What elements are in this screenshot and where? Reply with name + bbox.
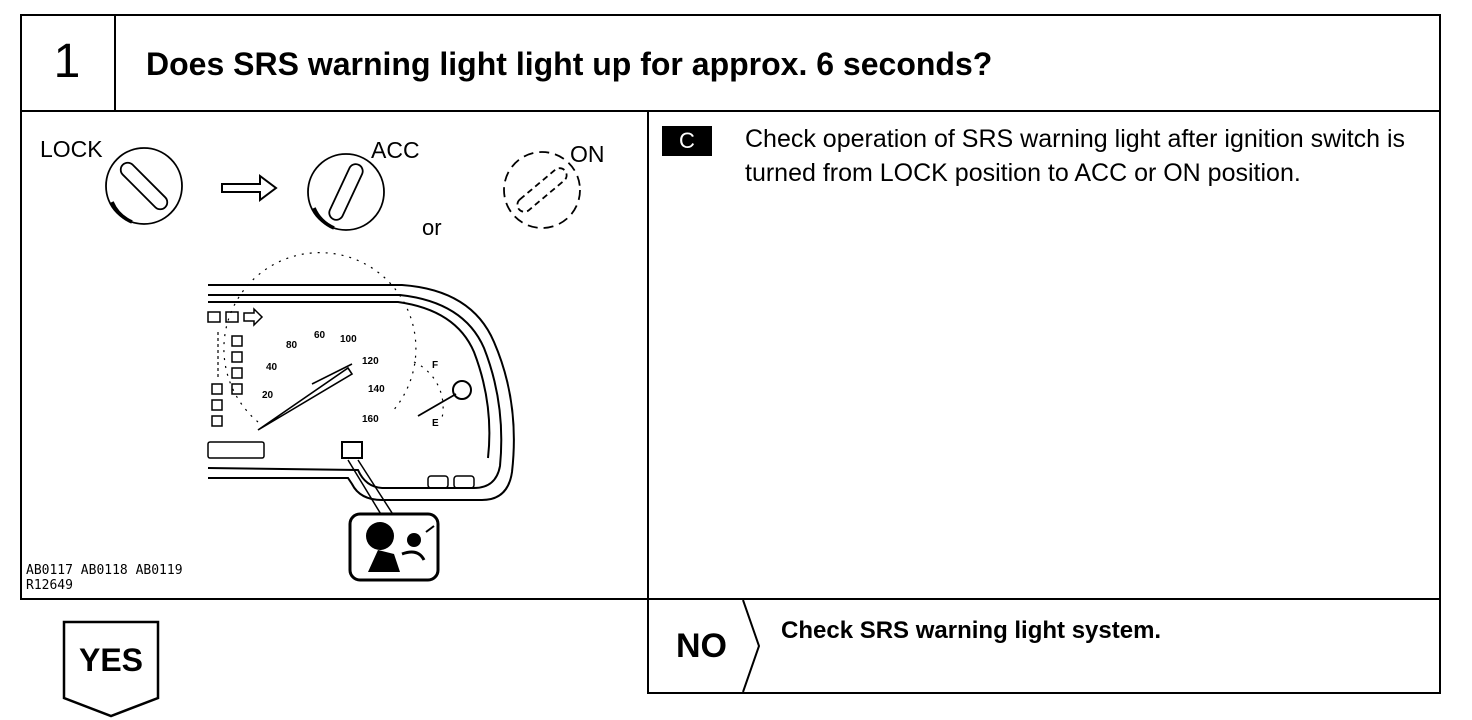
tick-label: 80 <box>286 340 298 351</box>
ignition-on-icon <box>503 151 581 229</box>
tick-label: 40 <box>266 362 278 373</box>
ignition-acc-icon <box>307 153 385 231</box>
no-action-text: Check SRS warning light system. <box>781 617 1162 644</box>
no-outcome-box <box>647 598 1441 694</box>
yes-label: YES <box>78 642 144 678</box>
combination-meter <box>207 252 515 517</box>
arrow-right-icon <box>221 174 278 202</box>
fuel-empty-label: E <box>432 418 439 429</box>
lock-label: LOCK <box>40 136 103 162</box>
header-divider <box>20 110 1441 112</box>
ignition-and-meter-illustration: LOCK ACC ON or <box>40 136 605 582</box>
no-label: NO <box>676 627 727 665</box>
column-divider <box>647 112 649 600</box>
step-number-cell <box>20 14 116 112</box>
srs-airbag-warning-icon <box>348 512 440 582</box>
or-label: or <box>422 215 442 240</box>
tick-label: 100 <box>340 334 357 345</box>
acc-label: ACC <box>371 137 420 163</box>
yes-arrow-shape <box>62 620 160 718</box>
tick-label: 60 <box>314 330 326 341</box>
tick-label: 160 <box>362 414 379 425</box>
step-number: 1 <box>53 35 81 88</box>
no-chevron-divider <box>742 599 761 693</box>
step-question: Does SRS warning light light up for appr… <box>146 46 993 82</box>
reference-codes: AB0117 AB0118 AB0119 R12649 <box>26 563 183 593</box>
on-label: ON <box>570 141 605 167</box>
fuel-full-label: F <box>432 360 438 371</box>
ignition-lock-icon <box>105 147 183 225</box>
tick-label: 120 <box>362 356 379 367</box>
speedometer-tick-labels: 20 40 60 80 100 120 140 160 <box>262 330 385 425</box>
tick-label: 140 <box>368 384 385 395</box>
check-instruction: Check operation of SRS warning light aft… <box>745 125 1406 187</box>
check-badge: C <box>662 126 712 156</box>
tick-label: 20 <box>262 390 274 401</box>
